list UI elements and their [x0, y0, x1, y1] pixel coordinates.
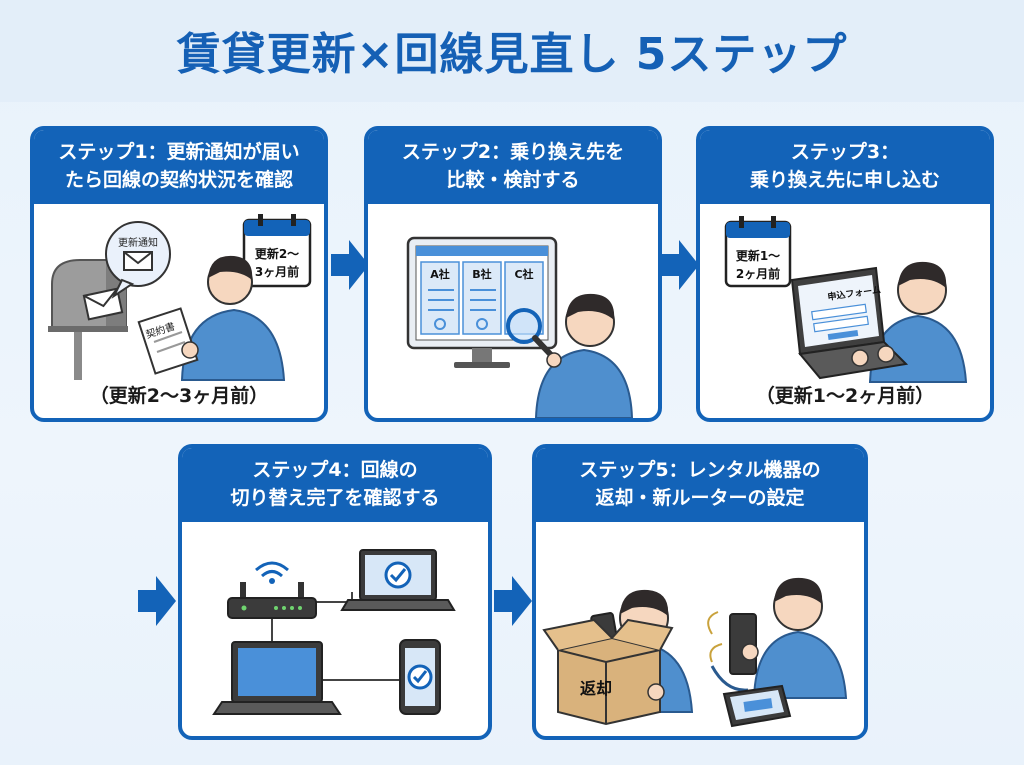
step-2-card: ステップ2：乗り換え先を 比較・検討する A社 B社 C社 [364, 126, 662, 422]
notice-bubble: 更新通知 [105, 221, 171, 299]
step-5-heading-line2: 返却・新ルーターの設定 [595, 487, 805, 509]
calendar-line2: 2ヶ月前 [736, 266, 780, 281]
step-2-header: ステップ2：乗り換え先を 比較・検討する [368, 130, 658, 204]
step-1-card: ステップ1：更新通知が届い たら回線の契約状況を確認 更新通知 [30, 126, 328, 422]
calendar-line2: 3ヶ月前 [255, 264, 299, 279]
step-2-illustration: A社 B社 C社 [406, 236, 634, 418]
box-label: 返却 [580, 679, 612, 698]
router-icon [227, 582, 317, 619]
arrow-right-icon [138, 576, 176, 626]
step-3-header: ステップ3： 乗り換え先に申し込む [700, 130, 990, 204]
step-1-illustration: 更新通知 更新2〜 3ヶ月前 契約書 [48, 214, 312, 381]
step-3-footer: （更新1〜2ヶ月前） [755, 385, 935, 407]
calendar-line1: 更新2〜 [255, 246, 299, 261]
step-1-heading-line2: たら回線の契約状況を確認 [64, 169, 293, 191]
company-a-label: A社 [430, 267, 450, 281]
step-4-card: ステップ4：回線の 切り替え完了を確認する [178, 444, 492, 740]
page-title: 賃貸更新×回線見直し 5ステップ [176, 29, 848, 80]
calendar-icon: 更新1〜 2ヶ月前 [724, 216, 792, 288]
person-setting-up [752, 577, 848, 699]
step-3-heading-line2: 乗り換え先に申し込む [749, 169, 940, 191]
step-5-heading-line1: ステップ5：レンタル機器の [579, 459, 821, 481]
person-reading: 契約書 [137, 255, 286, 381]
step-4-heading-line2: 切り替え完了を確認する [230, 487, 440, 509]
arrow-right-icon [661, 240, 699, 290]
step-5-card: ステップ5：レンタル機器の 返却・新ルーターの設定 返却 [532, 444, 868, 740]
step-2-heading-line1: ステップ2：乗り換え先を [401, 141, 625, 163]
bubble-text: 更新通知 [118, 236, 158, 249]
step-3-illustration: 更新1〜 2ヶ月前 申込フォーム [724, 216, 968, 383]
laptop-icon: 申込フォーム [790, 266, 909, 380]
step-2-heading-line2: 比較・検討する [446, 169, 580, 191]
step-3-card: ステップ3： 乗り換え先に申し込む 更新1〜 2ヶ月前 申込フォーム [696, 126, 994, 422]
company-c-label: C社 [514, 267, 533, 281]
step-4-heading-line1: ステップ4：回線の [252, 459, 418, 481]
envelope-icon [82, 287, 124, 321]
company-b-label: B社 [472, 267, 491, 281]
wifi-icon [255, 561, 289, 584]
step-3-heading-line1: ステップ3： [790, 141, 900, 163]
arrow-right-icon [331, 240, 369, 290]
step-4-header: ステップ4：回線の 切り替え完了を確認する [182, 448, 488, 522]
step-5-illustration: 返却 [542, 577, 848, 728]
title-band [0, 0, 1024, 102]
arrow-right-icon [494, 576, 532, 626]
step-5-header: ステップ5：レンタル機器の 返却・新ルーターの設定 [536, 448, 864, 522]
step-1-header: ステップ1：更新通知が届い たら回線の契約状況を確認 [34, 130, 324, 204]
check-icon [407, 664, 433, 690]
calendar-icon: 更新2〜 3ヶ月前 [242, 214, 312, 288]
check-icon [384, 561, 412, 589]
step-4-illustration [212, 549, 456, 715]
calendar-line1: 更新1〜 [736, 248, 780, 263]
step-1-footer: （更新2〜3ヶ月前） [89, 385, 269, 407]
step-1-heading-line1: ステップ1：更新通知が届い [58, 141, 300, 163]
laptop-icon [212, 641, 342, 715]
box-icon: 返却 [542, 618, 674, 726]
tablet-icon [722, 684, 792, 728]
person-searching [534, 293, 634, 418]
magnifier-icon [506, 308, 562, 368]
